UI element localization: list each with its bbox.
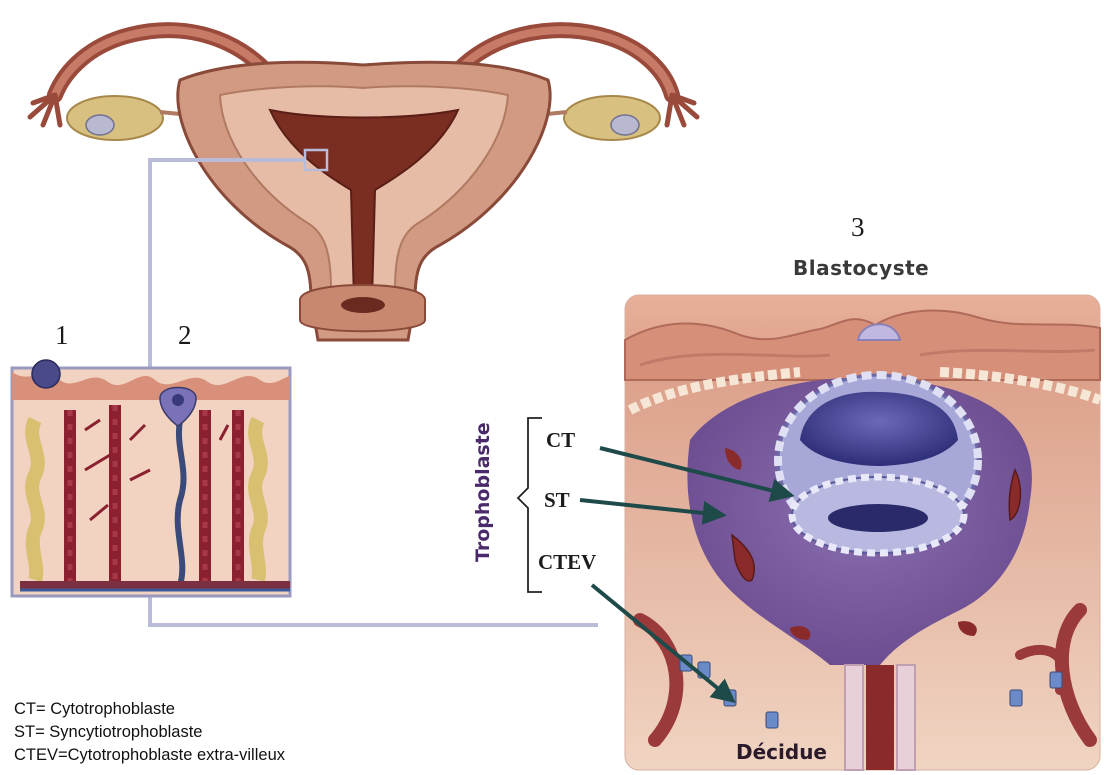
legend-item-ct: CT= Cytotrophoblaste xyxy=(14,698,285,721)
decidua-label: Décidue xyxy=(736,740,827,764)
st-label: ST xyxy=(544,488,570,513)
blastocyst-title: Blastocyste xyxy=(793,256,929,280)
legend-item-st: ST= Syncytiotrophoblaste xyxy=(14,721,285,744)
implantation-panel xyxy=(625,295,1100,770)
ctev-label: CTEV xyxy=(538,550,596,575)
panel-2-number: 2 xyxy=(178,320,192,351)
legend: CT= Cytotrophoblaste ST= Syncytiotrophob… xyxy=(14,698,285,767)
ct-label: CT xyxy=(546,428,575,453)
panel-1-number: 1 xyxy=(55,320,69,351)
panel-3-number: 3 xyxy=(851,212,865,243)
uterus-illustration xyxy=(30,30,697,340)
blastocyst-sphere-icon xyxy=(32,360,60,388)
trophoblast-label: Trophoblaste xyxy=(472,432,498,562)
legend-item-ctev: CTEV=Cytotrophoblaste extra-villeux xyxy=(14,744,285,767)
endometrium-panel xyxy=(12,360,290,596)
